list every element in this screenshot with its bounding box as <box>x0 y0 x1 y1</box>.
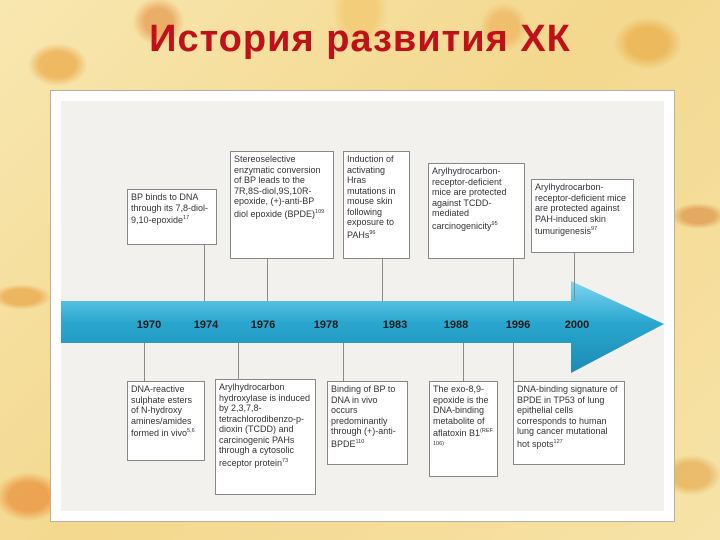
event-box: Binding of BP to DNA in vivo occurs pred… <box>327 381 408 465</box>
event-ref: 110 <box>355 438 365 445</box>
connector-line <box>343 343 344 381</box>
timeline-figure: 1970 1974 1976 1978 1983 1988 1996 2000 … <box>50 90 675 522</box>
event-ref: 95 <box>491 220 498 227</box>
connector-line <box>144 343 145 381</box>
event-text: The exo-8,9-epoxide is the DNA-binding m… <box>433 384 489 438</box>
event-box: The exo-8,9-epoxide is the DNA-binding m… <box>429 381 498 477</box>
event-box: DNA-reactive sulphate esters of N-hydrox… <box>127 381 205 461</box>
event-text: DNA-reactive sulphate esters of N-hydrox… <box>131 384 193 438</box>
event-box: DNA-binding signature of BPDE in TP53 of… <box>513 381 625 465</box>
event-ref: 96 <box>369 229 376 236</box>
figure-panel: 1970 1974 1976 1978 1983 1988 1996 2000 … <box>61 101 664 511</box>
event-box: BP binds to DNA through its 7,8-diol-9,1… <box>127 189 217 245</box>
event-text: Arylhydrocarbon hydroxylase is induced b… <box>219 382 311 468</box>
event-text: BP binds to DNA through its 7,8-diol-9,1… <box>131 192 209 225</box>
event-box: Stereoselective enzymatic conversion of … <box>230 151 334 259</box>
timeline-arrow <box>61 281 664 373</box>
event-ref: 5,6 <box>187 428 195 434</box>
connector-line <box>382 259 383 301</box>
connector-line <box>463 343 464 381</box>
connector-line <box>267 259 268 301</box>
event-ref: 109 <box>315 208 325 215</box>
year-1983: 1983 <box>382 319 408 331</box>
event-ref: 73 <box>282 457 289 464</box>
connector-line <box>513 343 514 381</box>
event-ref: 97 <box>591 226 598 232</box>
year-1974: 1974 <box>193 319 219 331</box>
event-ref: 17 <box>183 215 190 221</box>
slide-title: История развития ХК <box>149 18 571 60</box>
year-1970: 1970 <box>136 319 162 331</box>
event-text: Binding of BP to DNA in vivo occurs pred… <box>331 384 396 449</box>
event-text: Arylhydrocarbon-receptor-deficient mice … <box>432 166 507 231</box>
year-1988: 1988 <box>443 319 469 331</box>
connector-line <box>204 245 205 301</box>
event-text: DNA-binding signature of BPDE in TP53 of… <box>517 384 618 449</box>
event-box: Arylhydrocarbon hydroxylase is induced b… <box>215 379 316 495</box>
year-1996: 1996 <box>505 319 531 331</box>
year-2000: 2000 <box>564 319 590 331</box>
event-box: Arylhydrocarbon-receptor-deficient mice … <box>428 163 525 259</box>
event-box: Induction of activating Hras mutations i… <box>343 151 410 259</box>
connector-line <box>513 259 514 301</box>
event-text: Induction of activating Hras mutations i… <box>347 154 396 240</box>
event-ref: 127 <box>553 438 563 445</box>
connector-line <box>574 253 575 301</box>
year-1978: 1978 <box>313 319 339 331</box>
event-text: Arylhydrocarbon-receptor-deficient mice … <box>535 182 627 236</box>
event-box: Arylhydrocarbon-receptor-deficient mice … <box>531 179 634 253</box>
event-text: Stereoselective enzymatic conversion of … <box>234 154 321 219</box>
connector-line <box>238 343 239 385</box>
year-1976: 1976 <box>250 319 276 331</box>
event-ref: (REF. 106) <box>433 428 494 447</box>
